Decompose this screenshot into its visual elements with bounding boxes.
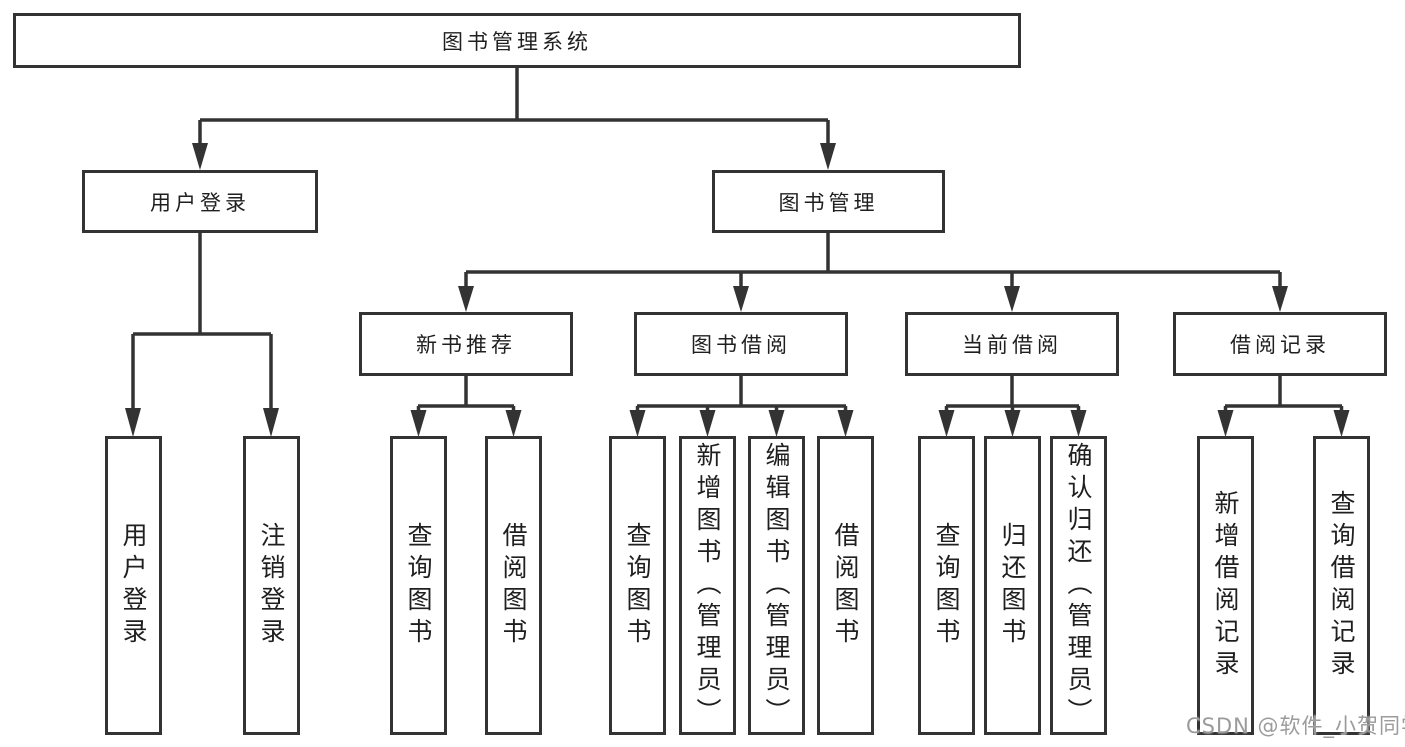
node-label: 用户登录	[150, 190, 250, 215]
leaf-borrow-books-recommend: 借阅图书	[485, 436, 542, 735]
leaf-label: 查询图书	[404, 521, 433, 650]
leaf-logout: 注销登录	[243, 436, 300, 735]
node-book-management: 图书管理	[712, 170, 945, 233]
leaf-borrow-books: 借阅图书	[817, 436, 874, 735]
node-borrowing-records: 借阅记录	[1173, 312, 1387, 376]
leaf-query-borrow-record: 查询借阅记录	[1313, 436, 1370, 735]
leaf-add-books-admin: 新增图书（管理员）	[679, 436, 736, 735]
node-label: 图书管理系统	[442, 29, 592, 54]
leaf-query-books-recommend: 查询图书	[390, 436, 447, 735]
leaf-label: 注销登录	[257, 521, 286, 650]
watermark: CSDN @软件_小贺同学	[1186, 714, 1405, 738]
leaf-label: 确认归还（管理员）	[1064, 441, 1093, 730]
leaf-label: 新增图书（管理员）	[693, 441, 722, 730]
leaf-query-books-borrow: 查询图书	[609, 436, 666, 735]
node-current-borrowing: 当前借阅	[905, 312, 1119, 376]
leaf-label: 借阅图书	[499, 521, 528, 650]
node-label: 图书借阅	[691, 333, 791, 357]
leaf-label: 查询借阅记录	[1327, 489, 1356, 682]
leaf-label: 编辑图书（管理员）	[762, 441, 791, 730]
leaf-label: 查询图书	[932, 521, 961, 650]
leaf-user-login: 用户登录	[105, 436, 162, 735]
leaf-add-borrow-record: 新增借阅记录	[1197, 436, 1254, 735]
node-book-borrowing: 图书借阅	[634, 312, 848, 376]
leaf-label: 借阅图书	[831, 521, 860, 650]
leaf-label: 新增借阅记录	[1211, 489, 1240, 682]
node-new-book-recommendation: 新书推荐	[359, 312, 573, 376]
leaf-query-books-current: 查询图书	[918, 436, 975, 735]
leaf-confirm-return-admin: 确认归还（管理员）	[1050, 436, 1107, 735]
node-label: 图书管理	[778, 190, 879, 215]
node-user-login: 用户登录	[82, 170, 318, 233]
leaf-return-books: 归还图书	[984, 436, 1041, 735]
node-label: 借阅记录	[1230, 333, 1330, 357]
node-library-management-system: 图书管理系统	[13, 13, 1021, 68]
leaf-edit-books-admin: 编辑图书（管理员）	[748, 436, 805, 735]
leaf-label: 查询图书	[623, 521, 652, 650]
leaf-label: 用户登录	[119, 521, 148, 650]
leaf-label: 归还图书	[998, 521, 1027, 650]
node-label: 当前借阅	[962, 333, 1062, 357]
node-label: 新书推荐	[416, 333, 516, 357]
